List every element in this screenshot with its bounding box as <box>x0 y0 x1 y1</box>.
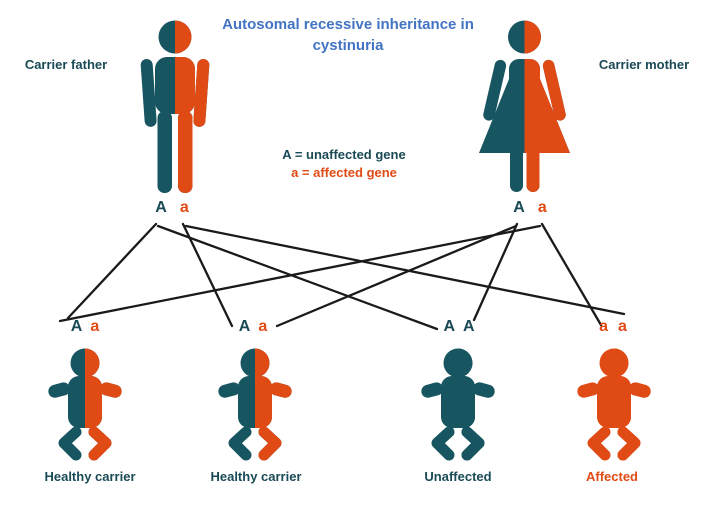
diagram-title-line1: Autosomal recessive inheritance in <box>222 16 474 33</box>
child1-allele-2: a <box>90 318 100 335</box>
inheritance-line-father-a-to-child4-a <box>184 224 626 316</box>
child4-allele-2: a <box>618 318 627 335</box>
carrier-mother-figure <box>479 20 570 192</box>
child4-allele-1: a <box>599 318 608 335</box>
inheritance-line-father-A-to-child3-A <box>156 224 439 331</box>
child1-label: Healthy carrier <box>44 469 136 484</box>
inheritance-line-mother-a-to-child1-a <box>58 224 542 323</box>
father-genotype: A a <box>132 199 212 217</box>
legend-unaffected-gene: A = unaffected gene <box>282 147 406 162</box>
inheritance-line-mother-a-to-child4-a <box>540 222 603 327</box>
father-allele-2: a <box>179 199 189 216</box>
gene-legend: A = unaffected gene a = affected gene <box>244 146 444 182</box>
carrier-mother-label: Carrier mother <box>598 57 690 72</box>
child4-genotype: a a <box>573 318 653 336</box>
father-allele-1: A <box>155 199 167 216</box>
child3-allele-2: A <box>463 318 475 335</box>
child3-genotype: A A <box>419 318 499 336</box>
child3-baby-figure <box>420 348 496 462</box>
child2-baby-figure <box>217 348 293 462</box>
child2-label: Healthy carrier <box>210 469 302 484</box>
child4-label: Affected <box>585 469 638 484</box>
mother-allele-2: a <box>537 199 547 216</box>
inheritance-line-father-a-to-child2-a <box>181 222 234 328</box>
mother-allele-1: A <box>513 199 525 216</box>
child4-baby-figure <box>576 348 652 462</box>
inheritance-line-mother-A-to-child3-A <box>472 222 519 322</box>
carrier-father-figure <box>140 20 210 193</box>
child3-label: Unaffected <box>424 469 492 484</box>
legend-affected-gene: a = affected gene <box>291 165 397 180</box>
child1-genotype: A a <box>45 318 125 336</box>
carrier-father-label: Carrier father <box>24 57 108 72</box>
diagram-title: Autosomal recessive inheritance in cysti… <box>188 14 508 56</box>
diagram-title-line2: cystinuria <box>312 37 384 54</box>
child2-genotype: A a <box>213 318 293 336</box>
child2-allele-2: a <box>258 318 268 335</box>
child1-allele-1: A <box>70 318 83 335</box>
inheritance-line-father-A-to-child1-A <box>66 222 158 320</box>
child1-baby-figure <box>47 348 123 462</box>
child3-allele-1: A <box>443 318 455 335</box>
child2-allele-1: A <box>238 318 251 335</box>
mother-genotype: A a <box>490 199 570 217</box>
inheritance-line-mother-A-to-child2-A <box>275 224 518 328</box>
